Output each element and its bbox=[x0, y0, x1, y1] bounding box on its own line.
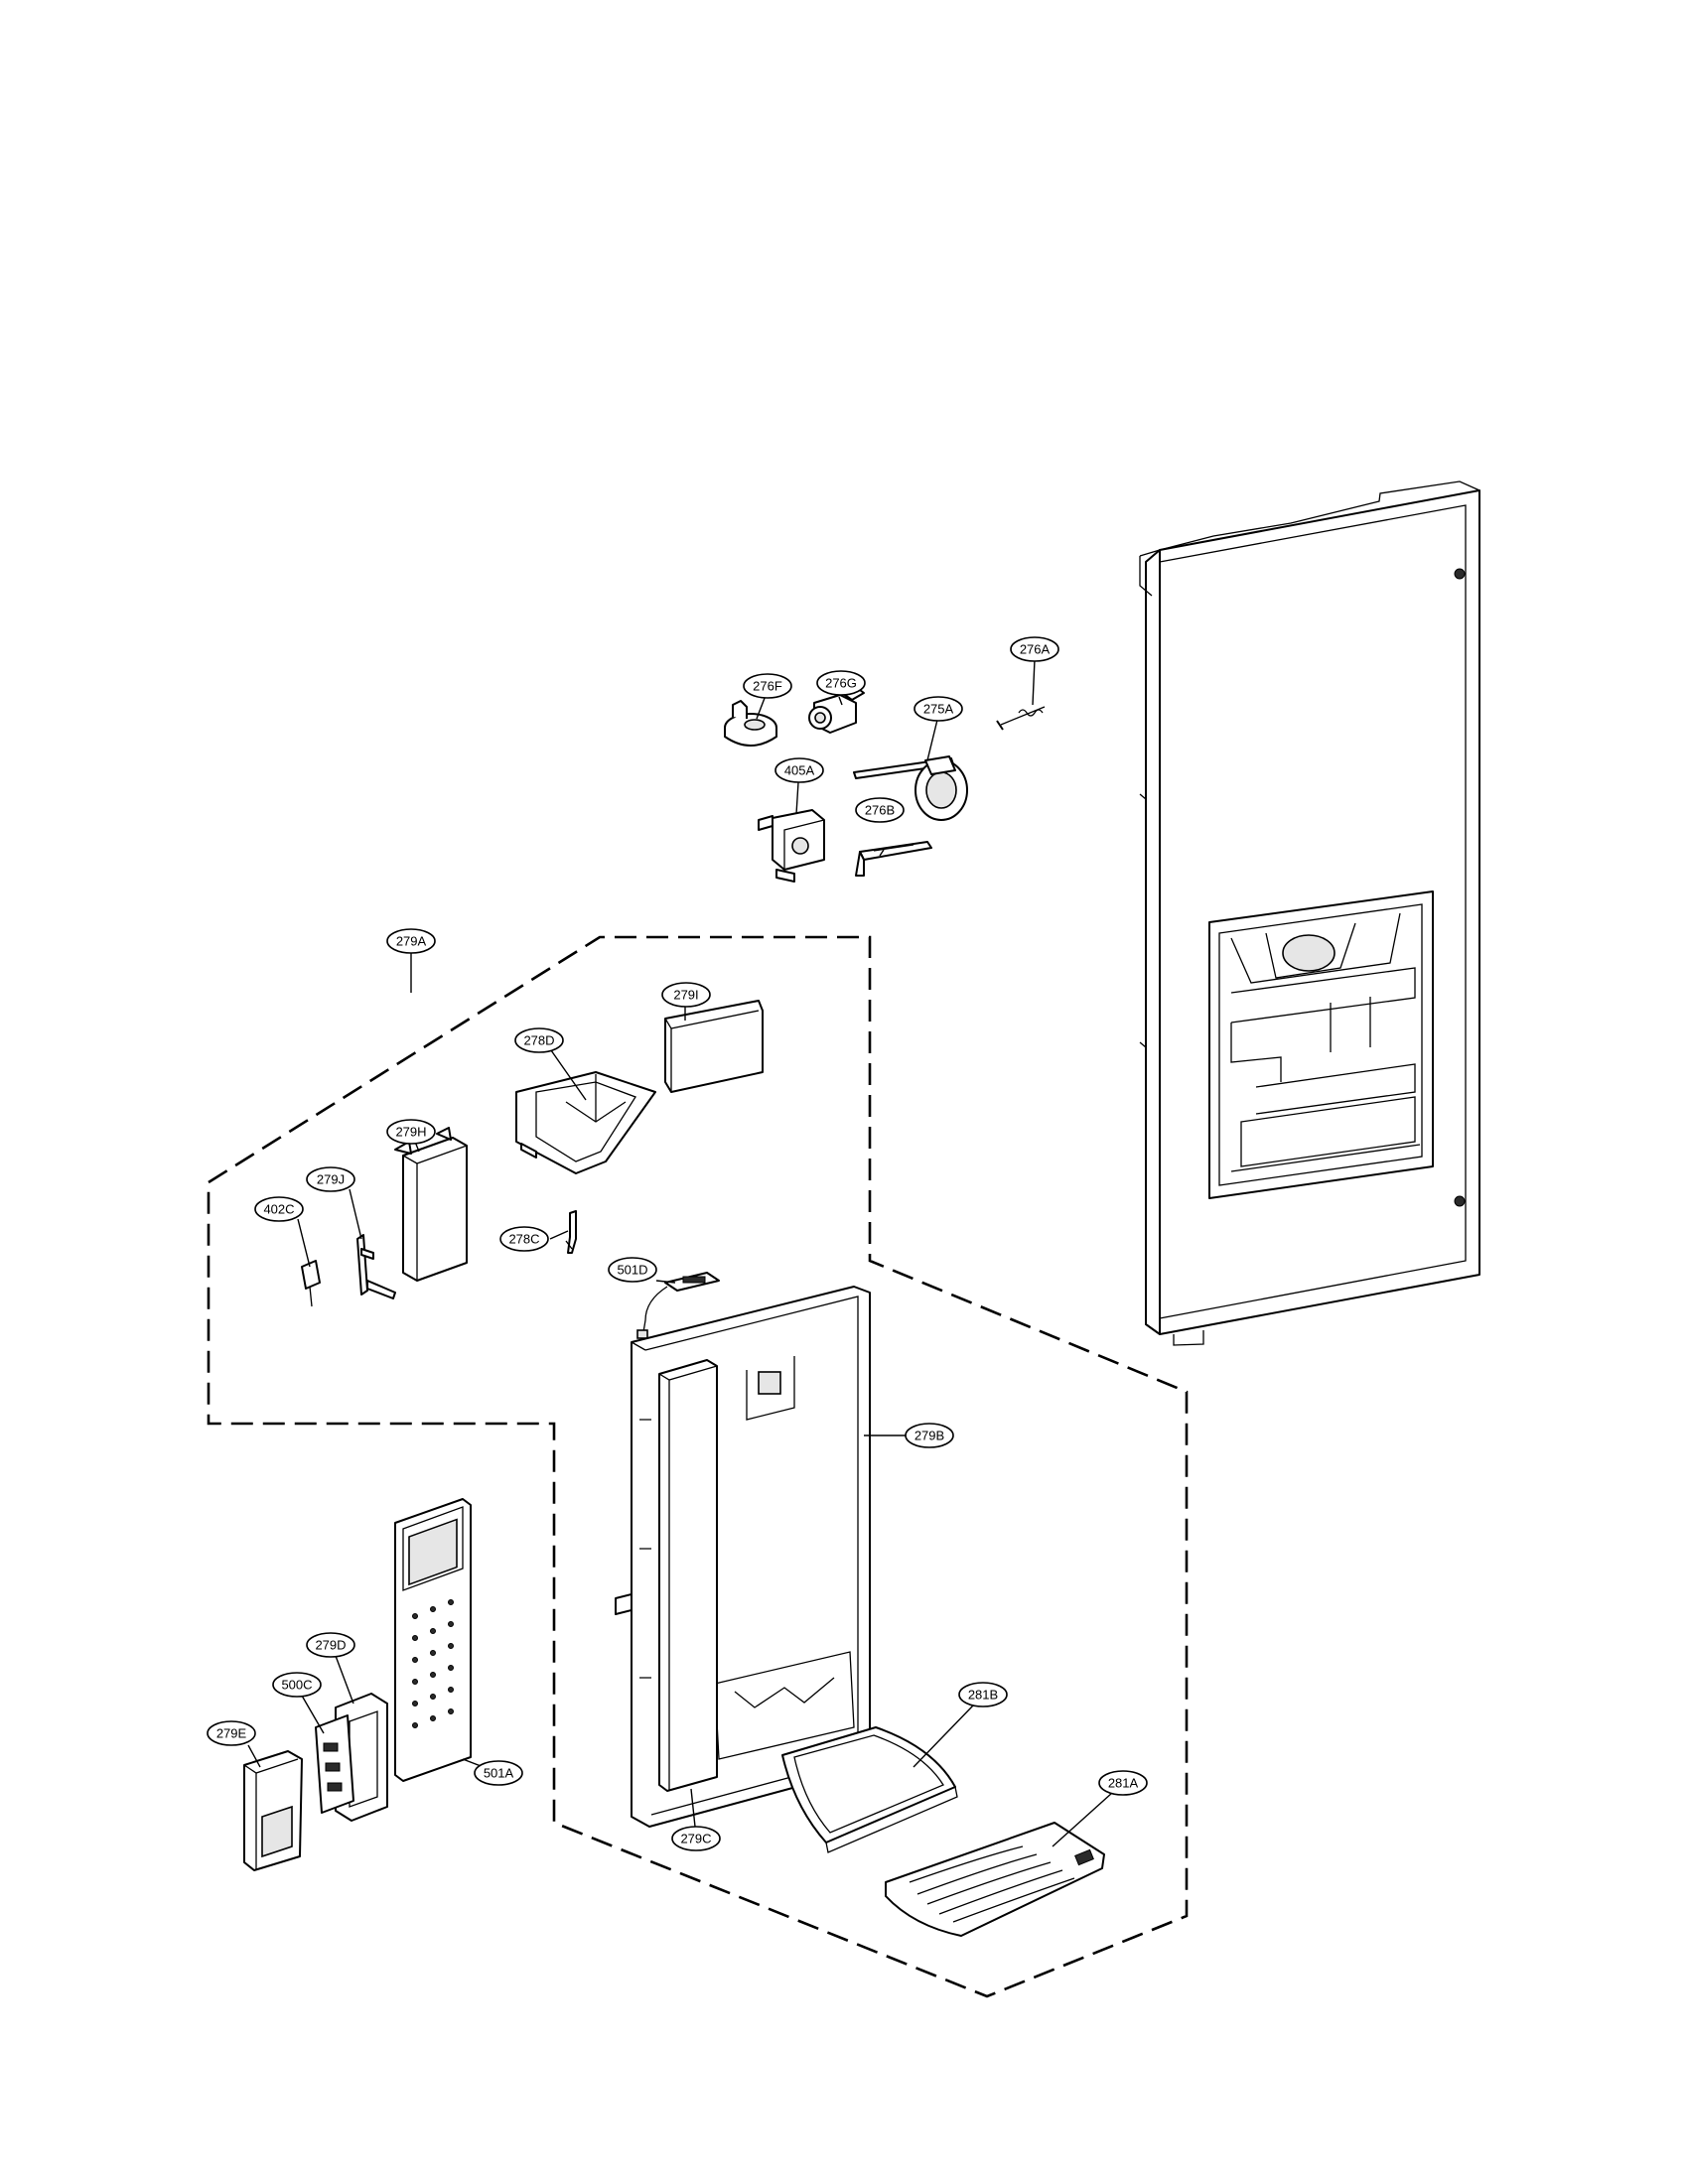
callout-278D-text: 278D bbox=[523, 1033, 554, 1048]
assembly-boundary-279A bbox=[207, 935, 1189, 1998]
part-501A-control-panel bbox=[394, 1498, 472, 1782]
callout-278D: 278D bbox=[514, 1027, 564, 1053]
callout-275A: 275A bbox=[914, 696, 963, 722]
dispenser-cavity bbox=[1208, 890, 1434, 1199]
callout-279C: 279C bbox=[671, 1826, 721, 1851]
keypad-dots bbox=[412, 1599, 454, 1728]
callout-279J-text: 279J bbox=[317, 1172, 345, 1187]
callout-405A: 405A bbox=[774, 757, 824, 783]
part-278C-spring bbox=[565, 1210, 577, 1254]
callout-279E-text: 279E bbox=[216, 1726, 247, 1741]
callout-279I-text: 279I bbox=[673, 988, 698, 1003]
callout-278C: 278C bbox=[499, 1226, 549, 1252]
part-279H-duct bbox=[394, 1127, 468, 1282]
callout-405A-text: 405A bbox=[784, 763, 815, 778]
part-500C-circuit-board bbox=[315, 1714, 354, 1814]
part-281A-grille bbox=[885, 1822, 1105, 1937]
callout-276G-text: 276G bbox=[825, 676, 857, 691]
refrigerator-door-panel bbox=[1139, 480, 1480, 1346]
callout-276F-text: 276F bbox=[753, 679, 782, 694]
callout-281B: 281B bbox=[958, 1682, 1008, 1707]
callout-279H-text: 279H bbox=[395, 1125, 426, 1140]
part-276F-cam bbox=[724, 700, 777, 747]
part-402C-switch bbox=[301, 1260, 321, 1307]
callout-279B: 279B bbox=[905, 1423, 954, 1448]
callout-276F: 276F bbox=[743, 673, 792, 699]
callout-278C-text: 278C bbox=[508, 1232, 539, 1247]
callout-276B: 276B bbox=[855, 797, 905, 823]
callout-275A-text: 275A bbox=[923, 702, 954, 717]
callout-279A: 279A bbox=[386, 928, 436, 954]
callout-279D-text: 279D bbox=[315, 1638, 346, 1653]
part-278D-ice-chute bbox=[515, 1071, 656, 1174]
callout-279B-text: 279B bbox=[914, 1429, 944, 1443]
callout-501A: 501A bbox=[474, 1760, 523, 1786]
callout-281B-text: 281B bbox=[968, 1688, 998, 1703]
callout-402C: 402C bbox=[254, 1196, 304, 1222]
callout-281A: 281A bbox=[1098, 1770, 1148, 1796]
part-279E-cover bbox=[243, 1750, 303, 1871]
callout-279C-text: 279C bbox=[680, 1832, 711, 1846]
callout-276G: 276G bbox=[816, 670, 866, 696]
callout-276A: 276A bbox=[1010, 636, 1059, 662]
part-276B-bracket bbox=[855, 841, 932, 877]
part-279J-lever bbox=[356, 1234, 396, 1299]
part-501D-sensor-board bbox=[636, 1272, 720, 1339]
part-279C-flap bbox=[658, 1359, 718, 1792]
callout-279E: 279E bbox=[207, 1720, 256, 1746]
part-276A-spring bbox=[996, 706, 1046, 731]
callout-500C: 500C bbox=[272, 1672, 322, 1698]
callout-279H: 279H bbox=[386, 1119, 436, 1145]
callout-279J: 279J bbox=[306, 1166, 355, 1192]
part-275A-solenoid bbox=[853, 755, 968, 821]
callout-279A-text: 279A bbox=[396, 934, 427, 949]
callout-402C-text: 402C bbox=[263, 1202, 294, 1217]
callout-501D-text: 501D bbox=[617, 1263, 647, 1278]
callout-501A-text: 501A bbox=[484, 1766, 514, 1781]
callout-279D: 279D bbox=[306, 1632, 355, 1658]
callout-279I: 279I bbox=[661, 982, 711, 1008]
part-405A-motor bbox=[758, 809, 825, 883]
callout-500C-text: 500C bbox=[281, 1678, 312, 1693]
callout-276B-text: 276B bbox=[865, 803, 895, 818]
callout-501D: 501D bbox=[608, 1257, 657, 1283]
callout-276A-text: 276A bbox=[1020, 642, 1051, 657]
callout-281A-text: 281A bbox=[1108, 1776, 1139, 1791]
part-279I-cover bbox=[664, 1000, 764, 1093]
part-281B-drip-tray bbox=[781, 1726, 958, 1853]
